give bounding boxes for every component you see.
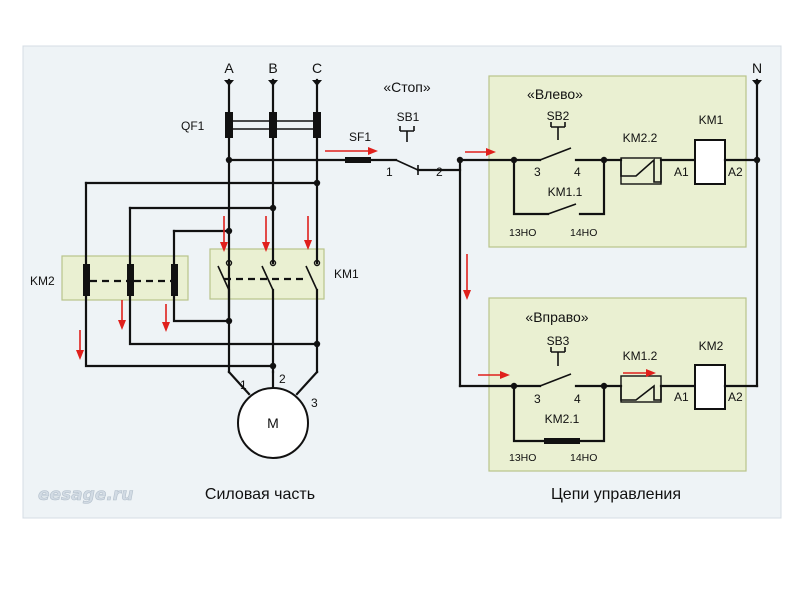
right-box-title: «Вправо» (525, 309, 588, 325)
sb2-label: SB2 (547, 109, 570, 123)
caption-power: Силовая часть (205, 486, 315, 503)
km1-coil-a2: A2 (728, 165, 743, 179)
sb2-pin-4: 4 (574, 165, 581, 179)
km1-2-label: KM1.2 (623, 349, 658, 363)
left-box-title: «Влево» (527, 86, 583, 102)
motor-terminal-3: 3 (311, 396, 318, 410)
stop-label: «Стоп» (383, 79, 431, 95)
sf1-fuse (345, 157, 371, 163)
neutral-label: N (752, 60, 762, 76)
km2-contacts-box (61, 255, 189, 301)
km1-1-pin-14: 14НО (570, 227, 597, 239)
km1-coil-label: KM1 (699, 113, 724, 127)
sb1-terminal-2: 2 (436, 165, 443, 179)
km1-contacts-box (209, 248, 325, 300)
caption-control: Цепи управления (551, 486, 681, 503)
phase-b-label: B (268, 60, 277, 76)
motor-terminal-2: 2 (279, 372, 286, 386)
motor-label: M (267, 415, 279, 431)
km2-1-pin-13: 13НО (509, 452, 536, 464)
sf1-label: SF1 (349, 130, 371, 144)
motor-terminal-1: 1 (240, 378, 247, 392)
km2-coil-a2: A2 (728, 390, 743, 404)
phase-c-label: C (312, 60, 322, 76)
km2-coil-label: KM2 (699, 339, 724, 353)
motor (237, 387, 309, 459)
sb2-pin-3: 3 (534, 165, 541, 179)
sb3-label: SB3 (547, 334, 570, 348)
km2-1-pin-14: 14НО (570, 452, 597, 464)
km1-contacts-label: KM1 (334, 267, 359, 281)
qf1-pole-a (225, 112, 233, 138)
current-arrows (76, 147, 656, 379)
km1-coil-a1: A1 (674, 165, 689, 179)
phase-a-label: A (224, 60, 234, 76)
sb3-pin-3: 3 (534, 392, 541, 406)
sb1-label: SB1 (397, 110, 420, 124)
watermark-logo: eesage.ru (38, 485, 133, 505)
qf1-label: QF1 (181, 119, 205, 133)
qf1-pole-b (269, 112, 277, 138)
sb3-pin-4: 4 (574, 392, 581, 406)
km2-1-label: KM2.1 (545, 412, 580, 426)
km2-contacts-label: KM2 (30, 274, 55, 288)
km1-coil (694, 139, 726, 185)
km1-1-pin-13: 13НО (509, 227, 536, 239)
km2-coil (694, 364, 726, 410)
sb1-terminal-1: 1 (386, 165, 393, 179)
km2-2-label: KM2.2 (623, 131, 658, 145)
km1-1-label: KM1.1 (548, 185, 583, 199)
km2-coil-a1: A1 (674, 390, 689, 404)
qf1-pole-c (313, 112, 321, 138)
